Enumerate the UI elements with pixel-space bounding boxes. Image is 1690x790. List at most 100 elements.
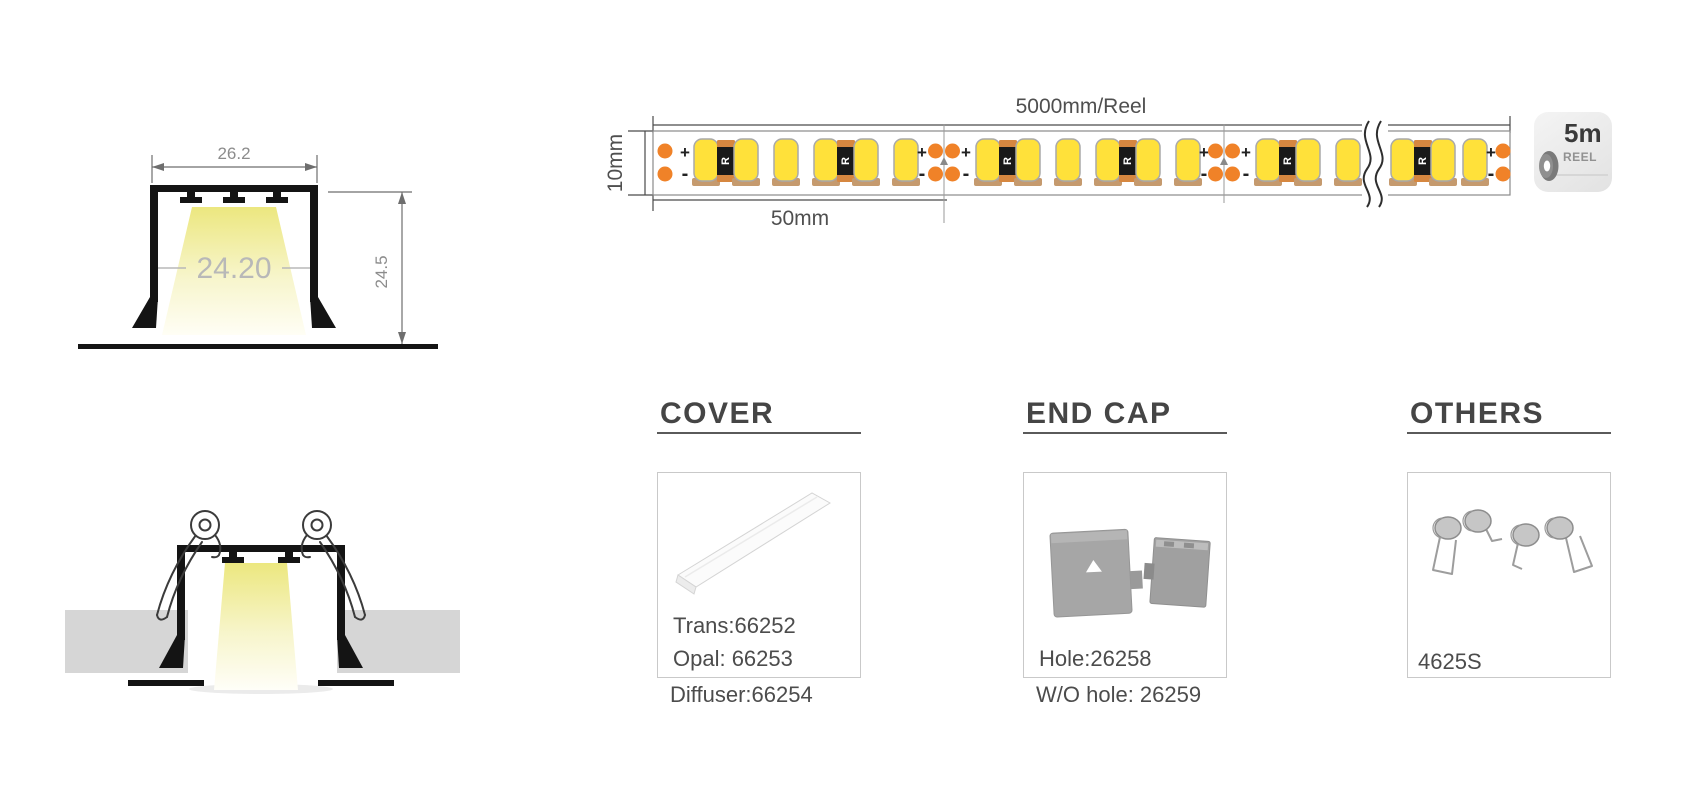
others-title: OTHERS [1410, 397, 1545, 430]
resistor: R [999, 140, 1017, 182]
svg-text:R: R [1417, 157, 1429, 165]
svg-text:R: R [840, 157, 852, 165]
led-chip [1429, 138, 1457, 186]
svg-text:-: - [963, 163, 970, 185]
strip-width-dimension [628, 130, 653, 196]
solder-pad-dots [1495, 143, 1511, 182]
svg-text:-: - [919, 163, 926, 185]
led-chip [1134, 138, 1162, 186]
polarity-labels: +- [1241, 143, 1251, 185]
cover-illustration [675, 492, 831, 595]
others-underline [1407, 432, 1611, 434]
led-chip [1334, 138, 1362, 186]
svg-text:+: + [917, 143, 927, 162]
led-chip [1294, 138, 1322, 186]
reel-strip-line [1556, 174, 1608, 176]
section-cover: COVER Trans:66252 Opal: 66253 Diffuser:6… [657, 397, 861, 704]
section-others: OTHERS [1407, 398, 1611, 678]
endcap-title: END CAP [1026, 397, 1172, 430]
svg-text:R: R [720, 157, 732, 165]
spring-clip-right [300, 510, 366, 621]
height-dimension [328, 191, 412, 344]
cover-underline [657, 432, 861, 434]
svg-text:-: - [1201, 163, 1208, 185]
spring-clip-left [156, 510, 222, 621]
part-number: 4625S [1418, 649, 1482, 674]
arrow-right [305, 163, 317, 171]
part-number: Diffuser:66254 [670, 682, 813, 704]
cut-point [1208, 124, 1240, 203]
endcap-underline [1023, 432, 1227, 434]
segment-length-label: 50mm [771, 207, 829, 230]
reel-length-label: 5000mm/Reel [1016, 95, 1147, 118]
arrow-down [398, 332, 406, 344]
polarity-labels: +- [961, 143, 971, 185]
svg-text:-: - [1488, 163, 1495, 185]
svg-text:+: + [1241, 143, 1251, 162]
arrow-up [398, 192, 406, 204]
svg-text:R: R [1122, 157, 1134, 165]
led-chip [1174, 138, 1202, 186]
width-dimension [151, 155, 318, 183]
light-beam [214, 563, 298, 690]
led-chip [1461, 138, 1489, 186]
profile-cross-section-drawing: 26.2 24.20 24.5 [78, 144, 438, 349]
svg-text:R: R [1282, 157, 1294, 165]
reel-spool-icon [1539, 151, 1559, 181]
part-number: Hole:26258 [1039, 646, 1152, 671]
endcap-illustration [1049, 528, 1211, 618]
led-chip [1389, 138, 1417, 186]
svg-text:+: + [680, 143, 690, 162]
resistor: R [1414, 140, 1432, 182]
polarity-labels: +- [1486, 143, 1496, 185]
svg-text:+: + [1486, 143, 1496, 162]
profile-body [128, 545, 394, 686]
svg-text:-: - [682, 163, 689, 185]
polarity-labels: +- [917, 143, 927, 185]
inner-width-label: 24.20 [196, 252, 271, 285]
cut-point [928, 124, 960, 223]
led-chip [1254, 138, 1282, 186]
polarity-labels: +- [1199, 143, 1209, 185]
cover-box: Trans:66252 Opal: 66253 [657, 472, 861, 678]
svg-text:-: - [1243, 163, 1250, 185]
reel-icon: 5m REEL [1534, 112, 1612, 192]
resistor: R [837, 140, 855, 182]
svg-text:+: + [961, 143, 971, 162]
break-squiggle [1362, 120, 1384, 208]
part-number: Opal: 66253 [673, 646, 793, 671]
strip-width-label: 10mm [604, 134, 627, 192]
profile-body [78, 185, 438, 349]
segment-length-dimension [652, 195, 947, 211]
svg-text:+: + [1199, 143, 1209, 162]
resistor: R [1279, 140, 1297, 182]
led-chip [974, 138, 1002, 186]
svg-text:R: R [1002, 157, 1014, 165]
led-chip [1054, 138, 1082, 186]
led-chip [812, 138, 840, 186]
light-beam [162, 207, 306, 335]
installation-drawing [65, 510, 460, 694]
spring-clips-illustration [1432, 509, 1593, 575]
arrow-left [152, 163, 164, 171]
led-chip [772, 138, 800, 186]
polarity-labels: +- [680, 143, 690, 185]
solder-pad-dots [657, 143, 673, 182]
part-number: Trans:66252 [673, 613, 796, 638]
led-chip [732, 138, 760, 186]
endcap-box: Hole:26258 [1023, 472, 1227, 678]
width-dimension-label: 26.2 [217, 144, 250, 163]
others-box: 4625S [1407, 472, 1611, 678]
reel-size-label: 5m [1564, 118, 1602, 148]
section-endcap: END CAP Hole:26258 [1023, 397, 1227, 704]
led-chip [852, 138, 880, 186]
resistor: R [717, 140, 735, 182]
cover-title: COVER [660, 397, 775, 430]
led-chip [1094, 138, 1122, 186]
led-chip [892, 138, 920, 186]
height-dimension-label: 24.5 [372, 255, 391, 288]
led-chip [692, 138, 720, 186]
